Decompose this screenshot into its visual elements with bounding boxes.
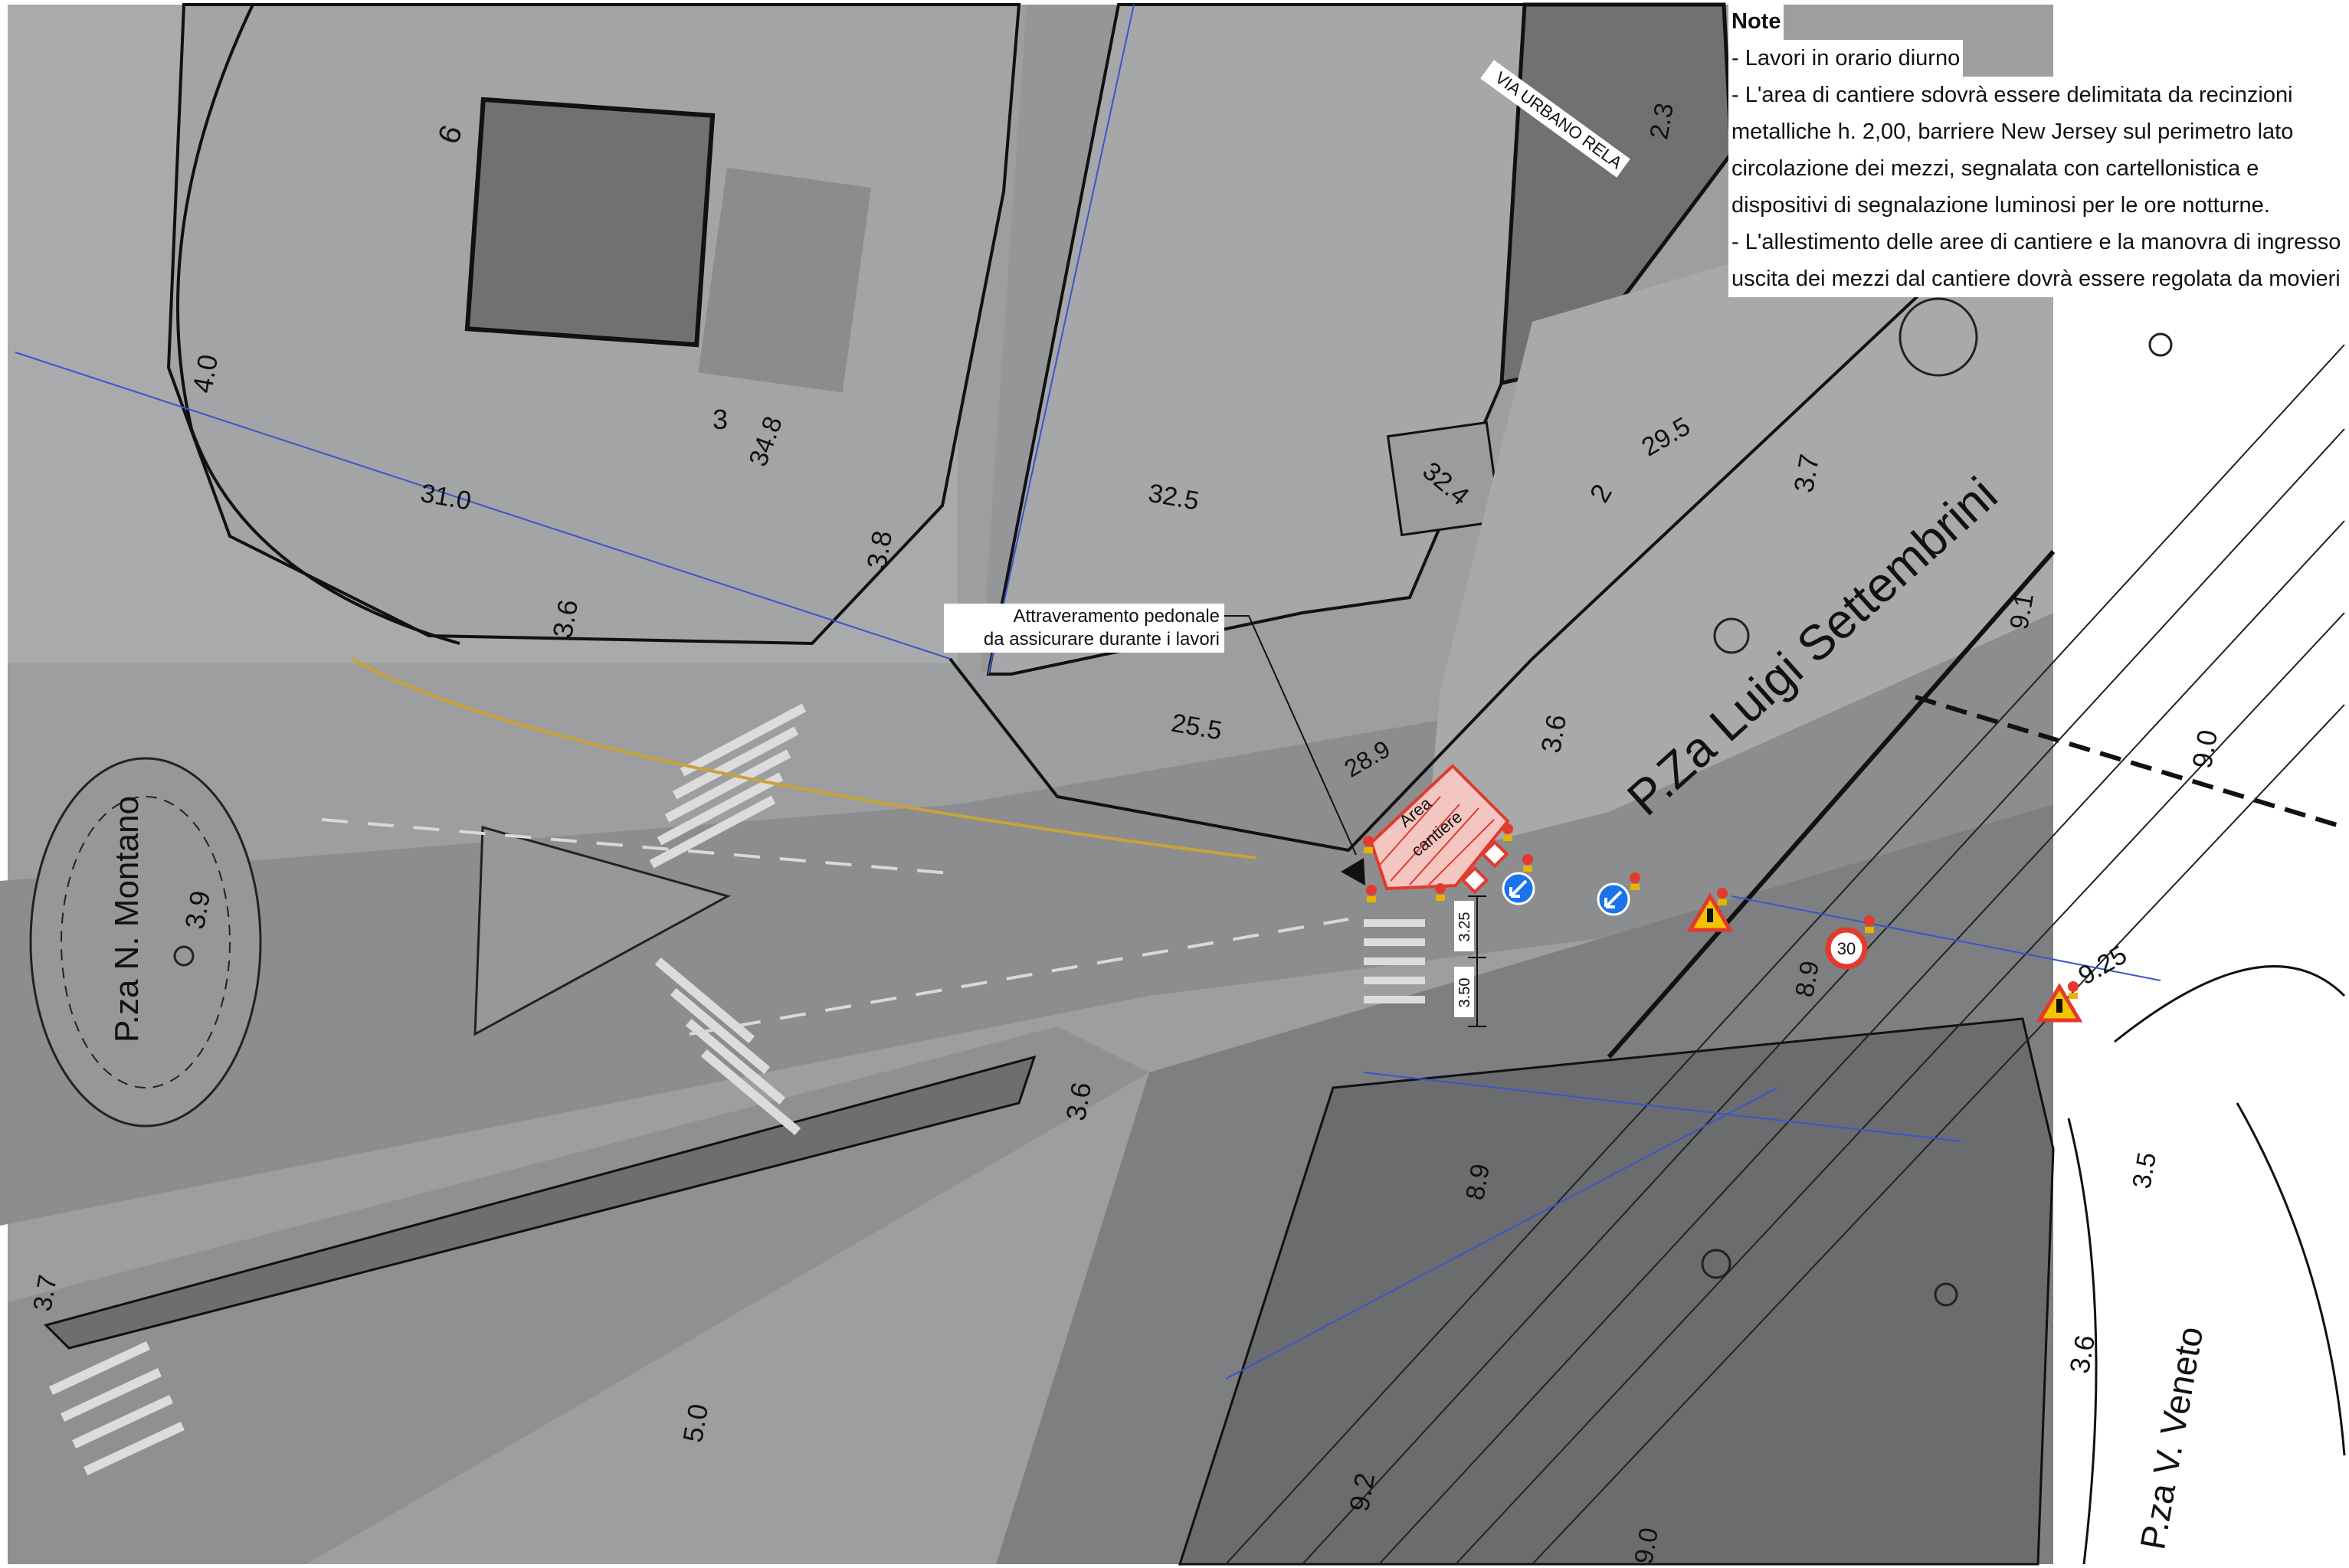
tree-symbols xyxy=(173,297,2173,1307)
height-label: 3 xyxy=(713,404,728,435)
height-label: 3.7 xyxy=(28,1273,63,1314)
plan-outline-veneto-2 xyxy=(2067,1118,2098,1565)
crosswalk-middle xyxy=(654,957,801,1136)
roundabout-montano-inner xyxy=(61,796,231,1088)
height-label: 2.3 xyxy=(1644,101,1679,142)
rail-platform xyxy=(1178,1017,2055,1566)
dim-upper-bg xyxy=(1454,901,1474,951)
plan-outline-settembrini xyxy=(948,167,2055,853)
direction-arrow-sign-icon xyxy=(1502,872,1535,905)
crosswalk-lower-left xyxy=(49,1340,185,1476)
plan-blue-lines xyxy=(15,4,2161,1380)
roadworks-warning-sign-2-icon xyxy=(2036,983,2083,1023)
direction-arrow-sign-2-icon xyxy=(1597,882,1630,916)
via-urbano-label-bg xyxy=(1480,60,1630,178)
median-island xyxy=(44,1055,1037,1350)
crosswalk-upper xyxy=(649,703,807,869)
pedestrian-crossing-marker-icon xyxy=(1341,858,1365,885)
height-label: 3.9 xyxy=(179,889,216,931)
height-label: 3.6 xyxy=(1060,1080,1097,1123)
callout-leader-line xyxy=(1218,615,1357,856)
note-line: - L'allestimento delle aree di cantiere … xyxy=(1728,224,2344,260)
plan-outline-rail-edge xyxy=(1607,550,2056,1059)
speed-limit-sign-icon: 30 xyxy=(1825,927,1868,970)
crosswalk-work-area xyxy=(1364,919,1425,1003)
note-line: dispositivi di segnalazione luminosi per… xyxy=(1728,187,2273,224)
notes-panel: Note - Lavori in orario diurno - L'area … xyxy=(1728,3,2346,297)
height-label: 9.1 xyxy=(2004,591,2039,632)
place-name-montano: P.za N. Montano xyxy=(108,796,146,1043)
roadworks-warning-sign-icon xyxy=(1686,892,1734,932)
height-label: 8.9 xyxy=(1460,1162,1496,1203)
height-label: 3.6 xyxy=(1535,712,1572,755)
dimension-lines xyxy=(1468,895,1486,1027)
work-area: Area cantiere xyxy=(1369,764,1510,891)
keep-left-sign-icon xyxy=(1460,840,1509,895)
yellow-line xyxy=(351,657,1257,859)
warning-lamps xyxy=(1363,823,2079,999)
plaza-settembrini xyxy=(1425,169,2053,858)
note-line: - L'area di cantiere sdovrà essere delim… xyxy=(1728,77,2296,113)
note-line: uscita dei mezzi dal cantiere dovrà esse… xyxy=(1728,260,2344,297)
plan-outline-veneto-3 xyxy=(2236,1102,2346,1456)
plan-outline-curve-left xyxy=(176,4,460,645)
dim-upper: 3.25 xyxy=(1456,912,1473,942)
height-label: 5.0 xyxy=(677,1402,714,1445)
height-label: 3.7 xyxy=(1787,452,1825,495)
height-label: 8.9 xyxy=(1790,959,1825,1000)
roundabout-montano xyxy=(29,757,262,1128)
building-dark-via-urbano xyxy=(1499,2,1734,386)
note-line: circolazione dei mezzi, segnalata con ca… xyxy=(1728,150,2262,187)
callout-line-2: da assicurare durante i lavori xyxy=(983,629,1220,650)
speed-limit-value: 30 xyxy=(1837,939,1856,958)
plan-outline-veneto xyxy=(2114,965,2346,1043)
dim-lower: 3.50 xyxy=(1456,978,1473,1008)
height-label: 9.0 xyxy=(1629,1526,1664,1566)
road-lower-left xyxy=(8,1026,1149,1564)
note-line: metalliche h. 2,00, barriere New Jersey … xyxy=(1728,113,2297,150)
building-roof-dark xyxy=(464,97,716,348)
note-line: - Lavori in orario diurno xyxy=(1728,40,1964,77)
height-label: 3.5 xyxy=(2127,1151,2162,1191)
height-label: 3.6 xyxy=(546,597,584,640)
lane-markings xyxy=(321,818,1349,1036)
rail-lines xyxy=(1225,344,2345,1565)
notes-title: Note xyxy=(1728,3,1784,40)
building-small-kiosk xyxy=(1386,421,1502,537)
pedestrian-crossing-callout: Attraveramento pedonale da assicurare du… xyxy=(944,604,1224,653)
height-label: 3.8 xyxy=(860,529,898,571)
height-label: 9.2 xyxy=(1343,1471,1381,1514)
height-label: 4.0 xyxy=(186,352,224,395)
building-roof-light xyxy=(698,167,872,393)
plan-dashed-boundary xyxy=(1915,695,2345,830)
triangle-island xyxy=(473,826,731,1036)
dim-lower-bg xyxy=(1454,967,1474,1017)
callout-line-1: Attraveramento pedonale xyxy=(1013,606,1220,627)
height-label: 3.6 xyxy=(2063,1333,2101,1376)
height-label: 9.0 xyxy=(2186,728,2223,771)
